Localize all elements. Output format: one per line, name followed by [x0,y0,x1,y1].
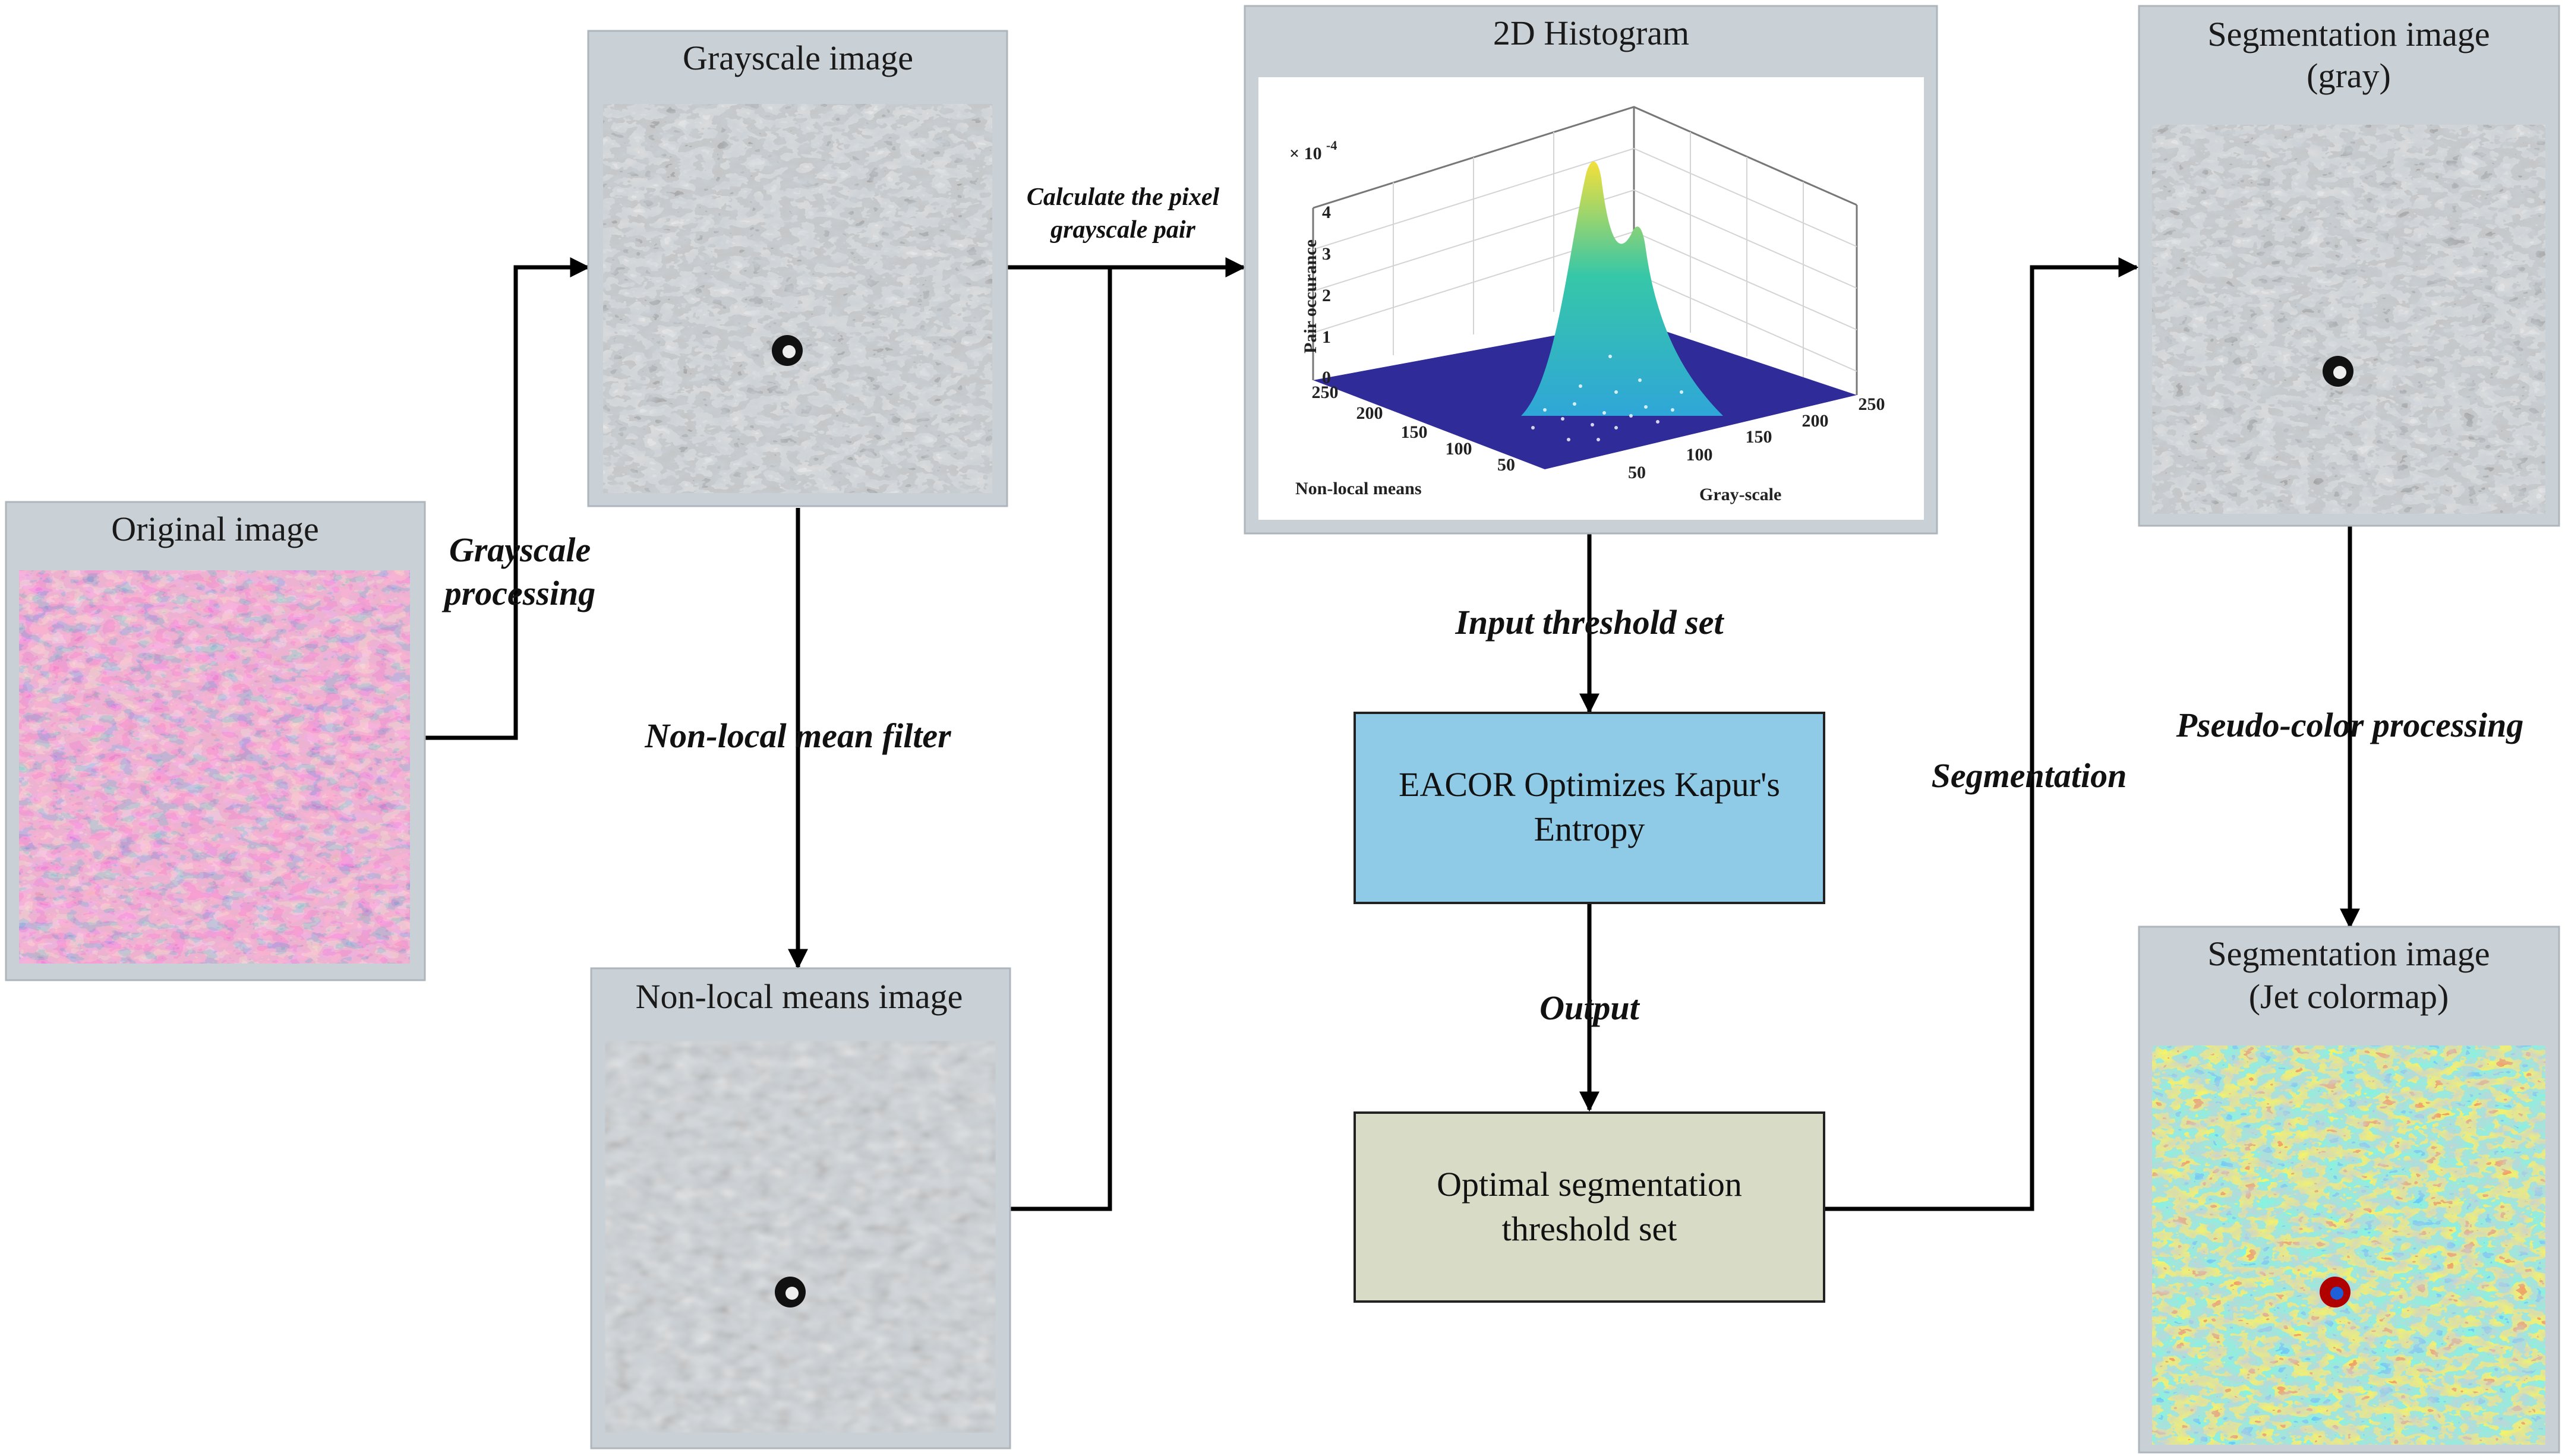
optimal-box [1354,1111,1825,1303]
panel-title: Grayscale image [683,39,913,77]
z-tick: 1 [1322,327,1331,347]
eacor-line2: Entropy [1534,810,1645,848]
z-axis-label: Pair occurance [1301,239,1320,353]
panel-title-line1: Segmentation image [2207,15,2490,53]
cell-highlight-center [2333,366,2346,379]
y-axis-ticks: 250 200 150 100 50 [1312,383,1516,475]
panel-grayscale: Grayscale image [587,30,1008,507]
z-tick: 0 [1322,368,1331,387]
optimal-line1: Optimal segmentation [1437,1165,1742,1204]
z-tick: 4 [1322,203,1331,222]
edge-nonlocal-to-histogram [1004,267,1112,1211]
x-tick: 200 [1802,411,1829,431]
label-calc-pair-1: Calculate the pixel [1027,184,1220,211]
z-tick: 3 [1322,244,1331,264]
y-tick: 200 [1356,403,1383,423]
seg-jet-tissue-image [2152,1046,2545,1445]
panel-histogram: 2D Histogram [1244,5,1938,535]
original-tissue-image [19,570,410,964]
panel-title-line1: Segmentation image [2207,934,2490,973]
panel-title: Original image [111,510,319,548]
panel-seg-gray: Segmentation image (gray) [2138,5,2560,527]
svg-text:-4: -4 [1326,138,1337,153]
edge-original-to-grayscale [423,257,591,740]
y-tick: 100 [1446,439,1472,459]
y-axis-label: Non-local means [1295,479,1422,498]
x-tick: 50 [1628,463,1646,482]
histogram-scale-label: × 10 -4 [1289,138,1337,163]
label-grayscale-processing-1: Grayscale [449,530,591,569]
panel-title: Non-local means image [636,977,963,1016]
label-segmentation: Segmentation [1932,756,2127,795]
panel-original: Original image [5,501,426,981]
label-calc-pair-2: grayscale pair [1050,216,1195,244]
eacor-line1: EACOR Optimizes Kapur's [1399,765,1780,804]
grayscale-tissue-image [603,104,992,493]
y-tick: 150 [1401,422,1428,442]
label-pseudo-color: Pseudo-color processing [2176,706,2524,744]
y-tick: 250 [1312,383,1339,402]
y-tick: 50 [1497,455,1515,475]
seg-gray-tissue-image [2152,125,2545,514]
z-axis-ticks: 0 1 2 3 4 [1322,203,1331,387]
x-axis-label: Gray-scale [1699,485,1781,504]
edge-optimal-to-seggray [1825,257,2139,1211]
cell-highlight-center [785,1287,799,1300]
x-axis-ticks: 50 100 150 200 250 [1628,394,1885,482]
panel-title-line2: (gray) [2307,56,2391,95]
histogram-grid [1313,132,1857,380]
panel-title: 2D Histogram [1493,14,1689,52]
panel-title-line2: (Jet colormap) [2249,977,2449,1016]
histogram-scatter [1531,355,1683,441]
svg-text:× 10: × 10 [1289,144,1322,163]
eacor-box [1354,712,1825,904]
label-output: Output [1539,988,1640,1027]
box-optimal: Optimal segmentation threshold set [1354,1111,1825,1303]
z-tick: 2 [1322,286,1331,305]
x-tick: 250 [1859,394,1885,414]
cell-highlight-center [2330,1287,2343,1300]
label-input-threshold: Input threshold set [1455,603,1724,642]
x-tick: 100 [1686,445,1713,465]
panel-nonlocal: Non-local means image [590,967,1011,1449]
panel-seg-jet: Segmentation image (Jet colormap) [2138,926,2560,1454]
label-nonlocal-filter: Non-local mean filter [644,716,951,755]
optimal-line2: threshold set [1502,1209,1677,1248]
box-eacor: EACOR Optimizes Kapur's Entropy [1354,712,1825,904]
nonlocal-tissue-image [605,1041,996,1433]
x-tick: 150 [1746,427,1772,447]
label-grayscale-processing-2: processing [441,574,596,612]
histogram-peak [1521,161,1723,416]
cell-highlight-center [783,345,796,358]
connectors [423,257,2360,1211]
